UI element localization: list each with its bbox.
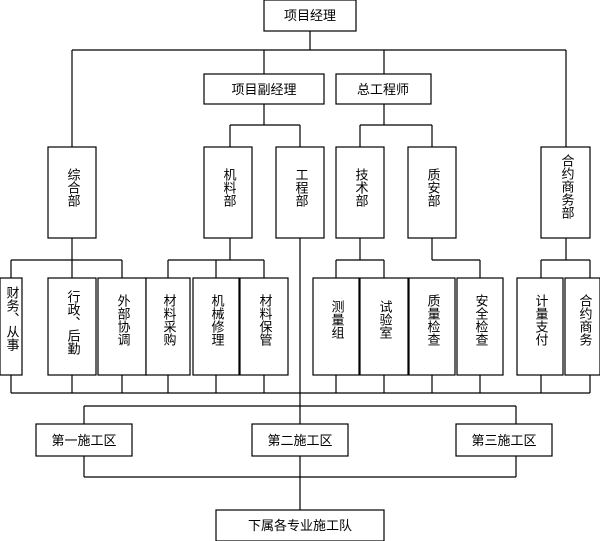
- node-label: 综合部: [65, 168, 81, 207]
- node-label: 工程部: [293, 168, 309, 207]
- node-group-safety: 安全检查: [456, 277, 504, 376]
- node-label: 质量检查: [425, 294, 441, 346]
- node-label: 质安部: [425, 168, 441, 207]
- node-group-finance: 财务、从事: [0, 277, 23, 376]
- node-project-manager: 项目经理: [263, 0, 357, 32]
- node-group-purchasing: 材料采购: [145, 277, 191, 376]
- node-label: 材料采购: [161, 294, 177, 346]
- node-label: 第三施工区: [471, 434, 536, 449]
- node-label: 材料保管: [257, 294, 273, 347]
- node-label: 第二施工区: [267, 434, 332, 449]
- node-label: 合约商务部: [559, 154, 575, 219]
- node-zone-2: 第二施工区: [251, 423, 349, 457]
- node-label: 第一施工区: [51, 434, 116, 449]
- node-label: 合约商务: [577, 294, 593, 346]
- node-label: 行政、后勤: [65, 290, 81, 356]
- node-label: 外部协调: [115, 294, 131, 346]
- node-dept-engineering: 工程部: [275, 146, 325, 239]
- node-zone-1: 第一施工区: [35, 423, 133, 457]
- node-dept-materials: 机料部: [203, 146, 253, 239]
- node-label: 安全检查: [473, 294, 489, 346]
- node-deputy-manager: 项目副经理: [203, 73, 325, 105]
- node-label: 机料部: [221, 168, 237, 207]
- node-label: 总工程师: [357, 83, 409, 98]
- node-dept-general: 综合部: [47, 146, 97, 239]
- node-chief-engineer: 总工程师: [335, 73, 432, 105]
- node-zone-3: 第三施工区: [455, 423, 553, 457]
- node-group-payment: 计量支付: [516, 277, 564, 376]
- node-group-external: 外部协调: [97, 277, 147, 376]
- node-label: 项目经理: [284, 9, 336, 24]
- node-label: 测量组: [329, 300, 345, 339]
- node-group-repair: 机械修理: [192, 277, 240, 376]
- node-group-lab: 试验室: [359, 277, 409, 376]
- connectors: [10, 31, 591, 510]
- node-label: 下属各专业施工队: [248, 518, 352, 534]
- node-group-qc: 质量检查: [408, 277, 456, 376]
- node-label: 项目副经理: [231, 83, 296, 98]
- node-label: 财务、从事: [4, 286, 20, 351]
- node-label: 计量支付: [533, 294, 549, 346]
- node-group-commerce: 合约商务: [564, 277, 600, 376]
- node-group-storage: 材料保管: [239, 277, 289, 376]
- node-dept-contracts: 合约商务部: [540, 146, 591, 239]
- node-subordinate-teams: 下属各专业施工队: [215, 509, 385, 541]
- node-group-survey: 测量组: [312, 277, 360, 376]
- node-label: 技术部: [353, 168, 369, 207]
- node-dept-technical: 技术部: [335, 146, 385, 239]
- node-dept-quality: 质安部: [407, 146, 457, 239]
- node-label: 机械修理: [209, 294, 225, 346]
- node-group-admin: 行政、后勤: [47, 277, 97, 376]
- node-label: 试验室: [377, 300, 393, 339]
